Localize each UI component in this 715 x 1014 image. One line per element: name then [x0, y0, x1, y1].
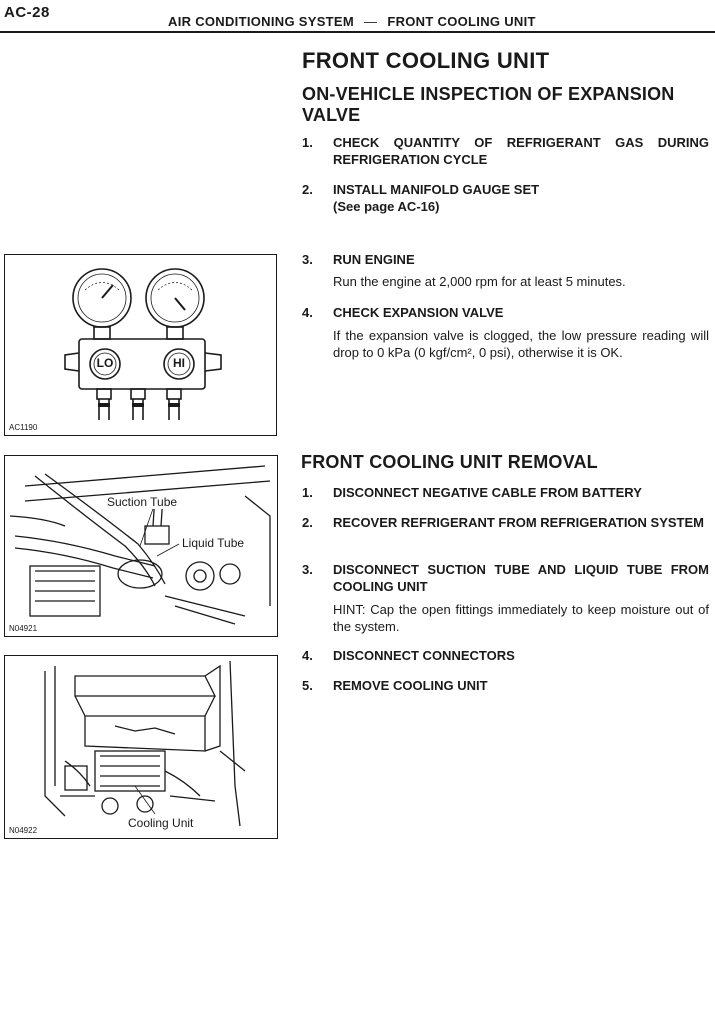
step-number: 2.	[302, 182, 313, 197]
tube-connection-figure: Suction Tube Liquid Tube N04921	[4, 455, 278, 637]
removal-step-2: 2. RECOVER REFRIGERANT FROM REFRIGERATIO…	[302, 514, 709, 531]
manifold-gauge-illustration	[64, 268, 222, 420]
step-body: If the expansion valve is clogged, the l…	[333, 328, 709, 360]
step-number: 5.	[302, 678, 313, 693]
step-title: DISCONNECT SUCTION TUBE AND LIQUID TUBE …	[333, 562, 709, 594]
page-number: AC-28	[4, 4, 50, 21]
header-rule	[0, 31, 715, 33]
cooling-unit-label: Cooling Unit	[127, 816, 195, 830]
liquid-tube-label: Liquid Tube	[181, 536, 246, 550]
step-number: 3.	[302, 252, 313, 267]
running-header: AIR CONDITIONING SYSTEM — FRONT COOLING UN…	[168, 14, 536, 29]
cooling-unit-figure: Cooling Unit N04922	[4, 655, 278, 839]
removal-step-4: 4. DISCONNECT CONNECTORS	[302, 647, 709, 664]
step-number: 3.	[302, 562, 313, 577]
removal-heading: FRONT COOLING UNIT REMOVAL	[301, 452, 598, 472]
removal-step-5: 5. REMOVE COOLING UNIT	[302, 677, 709, 694]
step-number: 1.	[302, 485, 313, 500]
inspection-step-1: 1. CHECK QUANTITY OF REFRIGERANT GAS DUR…	[302, 134, 709, 168]
removal-step-3: 3. DISCONNECT SUCTION TUBE AND LIQUID TU…	[302, 561, 709, 635]
step-number: 1.	[302, 135, 313, 150]
step-title: CHECK QUANTITY OF REFRIGERANT GAS DURING…	[333, 135, 709, 167]
step-title: CHECK EXPANSION VALVE	[333, 305, 504, 320]
hi-label: HI	[173, 356, 185, 370]
step-title: INSTALL MANIFOLD GAUGE SET	[333, 182, 540, 197]
subsection-title: FRONT COOLING UNIT	[387, 14, 536, 29]
step-body: Run the engine at 2,000 rpm for at least…	[333, 274, 626, 289]
removal-step-1: 1. DISCONNECT NEGATIVE CABLE FROM BATTER…	[302, 484, 709, 501]
page-reference: (See page AC-16)	[333, 199, 440, 214]
header-separator: —	[364, 14, 378, 29]
figure-code: AC1190	[9, 423, 38, 432]
step-number: 4.	[302, 648, 313, 663]
step-title: REMOVE COOLING UNIT	[333, 678, 488, 693]
inspection-heading: ON-VEHICLE INSPECTION OF EXPANSION VALVE	[302, 84, 675, 125]
hint-text: HINT: Cap the open fittings immediately …	[333, 602, 709, 634]
inspection-step-2: 2. INSTALL MANIFOLD GAUGE SET (See page …	[302, 181, 709, 215]
inspection-step-4: 4. CHECK EXPANSION VALVE If the expansio…	[302, 304, 709, 361]
step-title: DISCONNECT NEGATIVE CABLE FROM BATTERY	[333, 485, 642, 500]
step-title: DISCONNECT CONNECTORS	[333, 648, 515, 663]
suction-tube-label: Suction Tube	[106, 495, 179, 509]
manifold-gauge-figure: LO HI AC1190	[4, 254, 277, 436]
step-title: RUN ENGINE	[333, 252, 415, 267]
figure-code: N04922	[9, 826, 38, 835]
step-number: 4.	[302, 305, 313, 320]
section-title: AIR CONDITIONING SYSTEM	[168, 14, 355, 29]
step-number: 2.	[302, 515, 313, 530]
cooling-unit-illustration	[44, 660, 246, 827]
inspection-step-3: 3. RUN ENGINE Run the engine at 2,000 rp…	[302, 251, 709, 290]
step-title: RECOVER REFRIGERANT FROM REFRIGERATION S…	[333, 515, 704, 530]
tube-connection-illustration	[9, 465, 271, 625]
lo-label: LO	[96, 356, 114, 370]
figure-code: N04921	[9, 624, 38, 633]
main-title: FRONT COOLING UNIT	[302, 48, 550, 73]
